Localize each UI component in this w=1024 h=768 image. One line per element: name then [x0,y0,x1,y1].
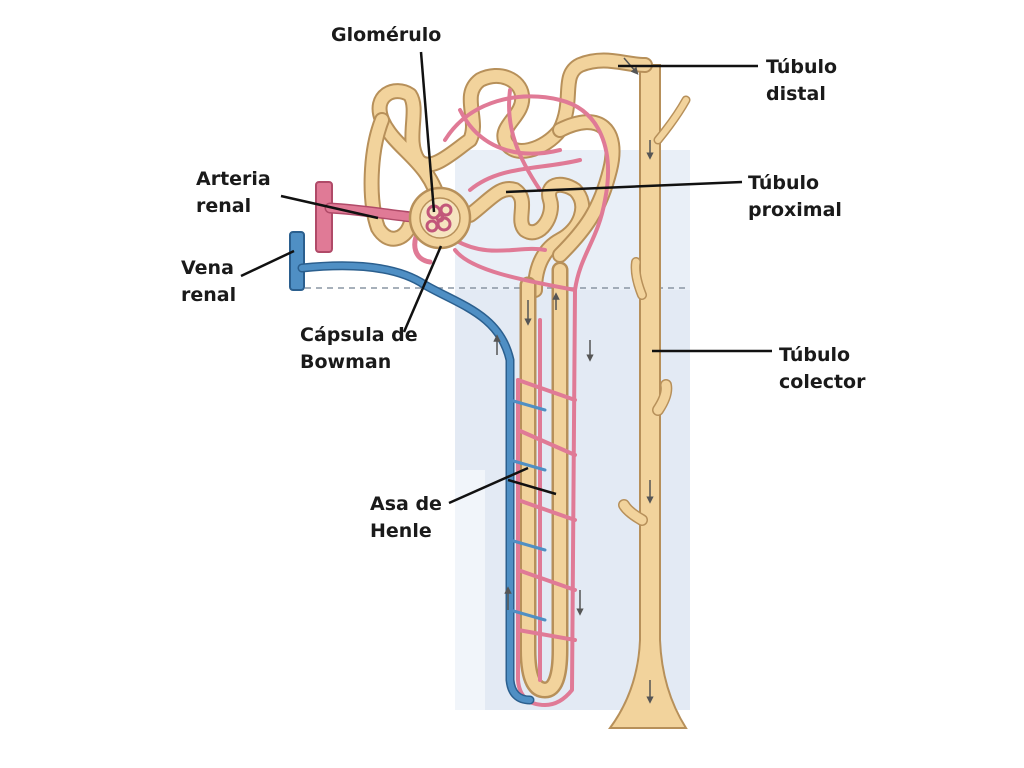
peritubular-capillaries [443,88,610,707]
label-tubulo-proximal: Túbulo proximal [748,172,842,221]
loop-of-henle [519,261,569,699]
label-arteria-renal: Arteria renal [196,168,271,217]
leader-tubulo-proximal [505,180,743,194]
label-asa-henle: Asa de Henle [370,493,442,542]
leader-asa-henle-1 [448,466,529,505]
label-tubulo-distal: Túbulo distal [766,56,838,105]
renal-vein [289,231,547,705]
leader-glomerulo [419,51,436,213]
leader-lines [240,51,772,505]
collecting-duct [608,64,691,729]
label-vena-renal: Vena renal [181,257,237,306]
leader-vena-renal [240,249,295,278]
leader-asa-henle-2 [507,478,557,496]
flow-arrows [493,57,654,704]
leader-capsula-bowman [402,245,443,333]
label-capsula-bowman: Cápsula de Bowman [300,324,418,373]
label-tubulo-colector: Túbulo colector [779,344,866,393]
leader-arteria-renal [280,194,379,220]
label-glomerulo: Glomérulo [331,24,442,46]
